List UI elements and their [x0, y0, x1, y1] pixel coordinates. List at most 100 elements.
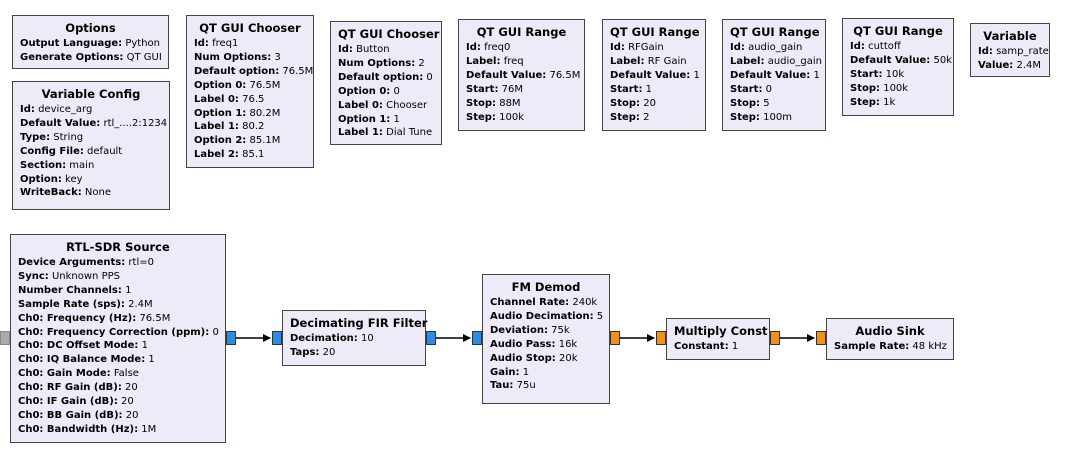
param-row: Taps: 20: [290, 346, 418, 360]
param-key: Ch0: DC Offset Mode:: [18, 340, 139, 352]
param-row: Start: 1: [610, 83, 698, 97]
param-row: Default Value: 1: [730, 69, 820, 83]
param-value: 1M: [141, 423, 157, 435]
param-row: Step: 100m: [730, 111, 818, 125]
param-value: 20: [322, 346, 336, 358]
param-value: 16k: [558, 338, 578, 350]
param-key: Option 0:: [194, 79, 247, 91]
param-key: Tau:: [490, 380, 514, 392]
param-value: 2.4M: [1016, 59, 1041, 71]
param-row: Label 0: 76.5: [194, 93, 306, 107]
fir-out-port[interactable]: [426, 331, 436, 345]
param-row: Label 1: 80.2: [194, 120, 306, 134]
param-value: samp_rate: [996, 46, 1049, 57]
param-row: Config File: default: [20, 145, 162, 159]
param-key: Id:: [466, 42, 481, 53]
param-key: Option:: [20, 173, 62, 185]
param-key: Num Options:: [194, 51, 272, 63]
param-value: 1k: [883, 96, 896, 108]
param-value: freq1: [212, 38, 239, 49]
param-value: 76.5M: [549, 69, 581, 81]
block-title: QT GUI Range: [730, 25, 820, 39]
rtl-sdr-msg-in-port[interactable]: [0, 331, 10, 345]
param-key: Id:: [338, 44, 353, 55]
param-key: Sample Rate (sps):: [18, 298, 125, 310]
param-key: Step:: [610, 111, 640, 123]
param-key: Output Language:: [20, 38, 123, 49]
param-value: 1: [693, 69, 700, 81]
param-key: Audio Decimation:: [490, 310, 594, 322]
param-row: Id: freq0: [466, 41, 577, 55]
param-value: 20: [643, 97, 656, 109]
param-row: Decimation: 10: [290, 332, 418, 346]
param-value: 1: [125, 284, 132, 296]
param-value: 76.5M: [139, 312, 171, 324]
param-key: Deviation:: [490, 324, 548, 336]
param-value: rtl_....2:1234: [103, 117, 168, 129]
rtl-sdr-out-port[interactable]: [226, 331, 236, 345]
param-value: 76.5: [242, 93, 265, 105]
param-key: Stop:: [610, 97, 641, 109]
param-row: Option 0: 76.5M: [194, 79, 306, 93]
param-value: 1: [141, 340, 148, 352]
audio-sink-in-port[interactable]: [816, 331, 826, 345]
param-value: 240k: [572, 297, 598, 308]
param-row: Num Options: 3: [194, 51, 306, 65]
param-value: 0: [426, 71, 433, 83]
param-row: Sample Rate: 48 kHz: [834, 340, 947, 354]
param-row: Option 1: 1: [338, 113, 434, 127]
param-row: Sample Rate (sps): 2.4M: [18, 298, 218, 312]
param-row: Default Value: 50k: [850, 54, 952, 68]
param-key: WriteBack:: [20, 187, 82, 199]
param-key: Label:: [610, 55, 645, 67]
param-key: Constant:: [674, 341, 729, 352]
param-value: Unknown PPS: [51, 270, 120, 282]
param-value: 1: [522, 366, 530, 378]
param-value: audio_gain: [748, 42, 803, 53]
fir-in-port[interactable]: [272, 331, 282, 345]
block-title: RTL-SDR Source: [66, 240, 170, 254]
param-key: Number Channels:: [18, 284, 122, 296]
fm-demod-out-port[interactable]: [610, 331, 620, 345]
fm-demod-in-port[interactable]: [472, 331, 482, 345]
multiply-const-in-port[interactable]: [656, 331, 666, 345]
multiply-const-out-port[interactable]: [770, 331, 780, 345]
param-key: Default option:: [338, 71, 424, 83]
param-key: Ch0: BB Gain (dB):: [18, 409, 123, 421]
param-key: Ch0: Frequency (Hz):: [18, 312, 137, 324]
param-value: freq0: [484, 42, 511, 53]
param-value: 76.5M: [249, 79, 281, 91]
param-value: 1: [393, 113, 400, 125]
param-key: Num Options:: [338, 57, 416, 69]
param-key: Label 0:: [338, 99, 383, 111]
param-value: 85.1M: [249, 135, 281, 147]
param-value: 0: [765, 83, 773, 95]
param-key: Label 0:: [194, 93, 239, 105]
param-value: 100m: [763, 111, 792, 123]
param-row: Label 1: Dial Tune: [338, 126, 434, 140]
param-key: Label 2:: [194, 149, 239, 161]
param-value: 2.4M: [128, 298, 153, 310]
param-row: Step: 1k: [850, 96, 946, 110]
param-row: Audio Pass: 16k: [490, 338, 602, 352]
param-key: Label 1:: [338, 127, 383, 139]
param-value: 10k: [885, 68, 905, 80]
param-row: Id: freq1: [194, 37, 306, 51]
param-value: 100k: [499, 111, 524, 123]
block-title: Audio Sink: [855, 324, 925, 338]
param-value: 0: [393, 85, 400, 97]
